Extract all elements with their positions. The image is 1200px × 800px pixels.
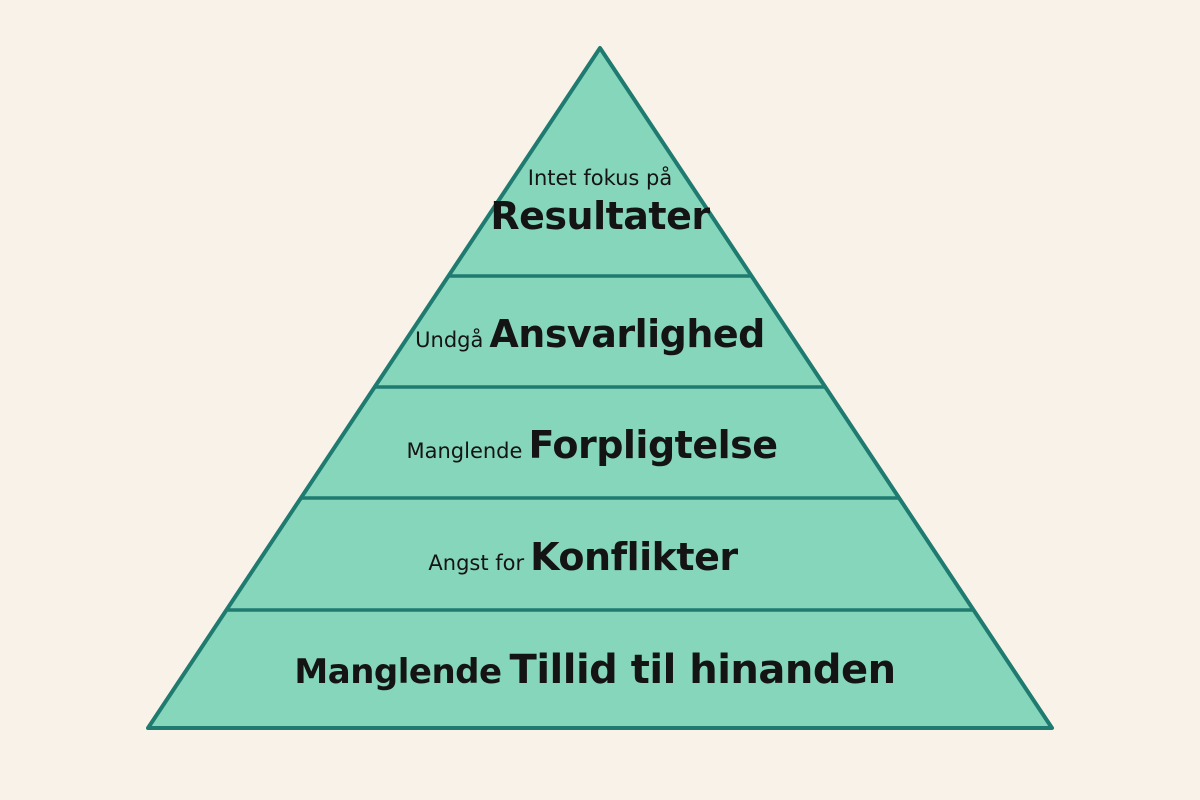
level-1-label: Intet fokus på Resultater [490,166,710,238]
level-3-prefix: Manglende [406,439,523,463]
level-2-prefix: Undgå [415,328,484,352]
level-5-prefix: Manglende [294,652,502,692]
level-1-prefix: Intet fokus på [527,166,673,190]
level-1-title: Resultater [490,194,710,238]
level-4-title: Konflikter [530,535,738,579]
level-4-prefix: Angst for [428,551,525,575]
level-2-title: Ansvarlighed [489,312,765,356]
level-3-title: Forpligtelse [528,423,778,467]
level-5-title: Tillid til hinanden [509,647,897,693]
